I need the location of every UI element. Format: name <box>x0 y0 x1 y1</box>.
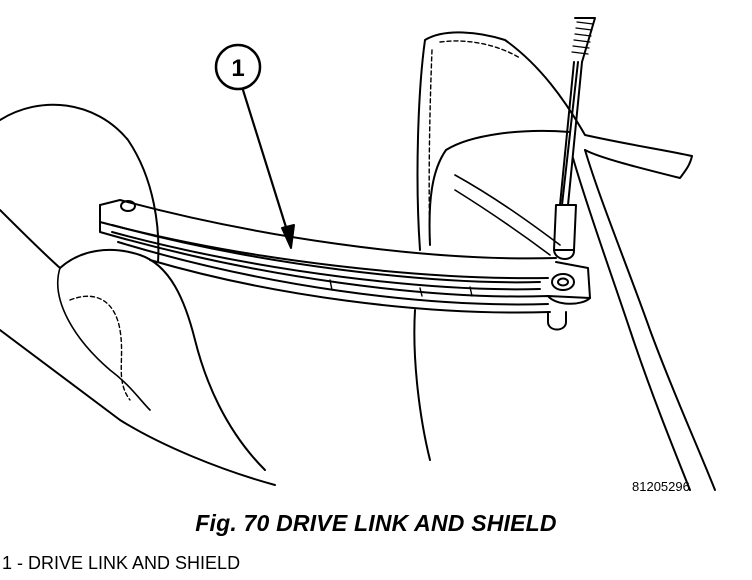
drive-link-pivot-bolt <box>547 311 567 331</box>
callout-leader <box>241 88 292 242</box>
headrest-seam <box>428 49 433 241</box>
seat-cushion-seam <box>69 295 131 401</box>
drive-link-end-right <box>547 295 591 305</box>
shield-cover-outline <box>413 309 431 461</box>
legend-item: 1 - DRIVE LINK AND SHIELD <box>2 553 241 573</box>
drive-link-illustration: 1 81205296 <box>0 17 716 494</box>
seat-side-line <box>0 209 61 269</box>
legend: 1 - DRIVE LINK AND SHIELD <box>2 553 240 574</box>
headrest-top-seam <box>439 40 521 59</box>
shield-right-edge-inner <box>572 157 691 491</box>
seat-inner-fold <box>57 267 151 411</box>
drive-link-bottom <box>99 221 591 299</box>
drive-link-left-hole <box>120 200 136 212</box>
drive-link-outer-top <box>99 199 557 260</box>
shield-inner-strip <box>454 174 561 246</box>
callout-arrowhead <box>281 224 295 249</box>
drive-rod-shaft <box>559 61 583 206</box>
drive-link-right-pivot <box>551 273 575 291</box>
shield-right-edge <box>584 149 716 491</box>
drive-link-lower-rail <box>117 241 549 306</box>
seat-outline <box>0 103 160 263</box>
drive-link-lower-rail-2 <box>149 259 551 314</box>
seat-cushion-lower <box>0 329 276 486</box>
drive-link-ribs <box>329 279 473 297</box>
part-code: 81205296 <box>632 479 690 494</box>
drive-rod-threads <box>571 21 594 55</box>
callout-number: 1 <box>231 55 244 82</box>
drive-link-slot-bottom <box>111 231 541 291</box>
figure-caption: Fig. 70 DRIVE LINK AND SHIELD <box>195 510 557 536</box>
seat-cushion <box>59 248 266 471</box>
drive-link-slot-top <box>111 224 541 284</box>
rod-coupling-bottom <box>553 249 575 260</box>
drive-link-right-pivot-inner <box>557 277 569 287</box>
shield-inner-strip-2 <box>454 189 551 256</box>
callout-circle <box>214 43 262 91</box>
headrest-inner <box>428 129 571 246</box>
